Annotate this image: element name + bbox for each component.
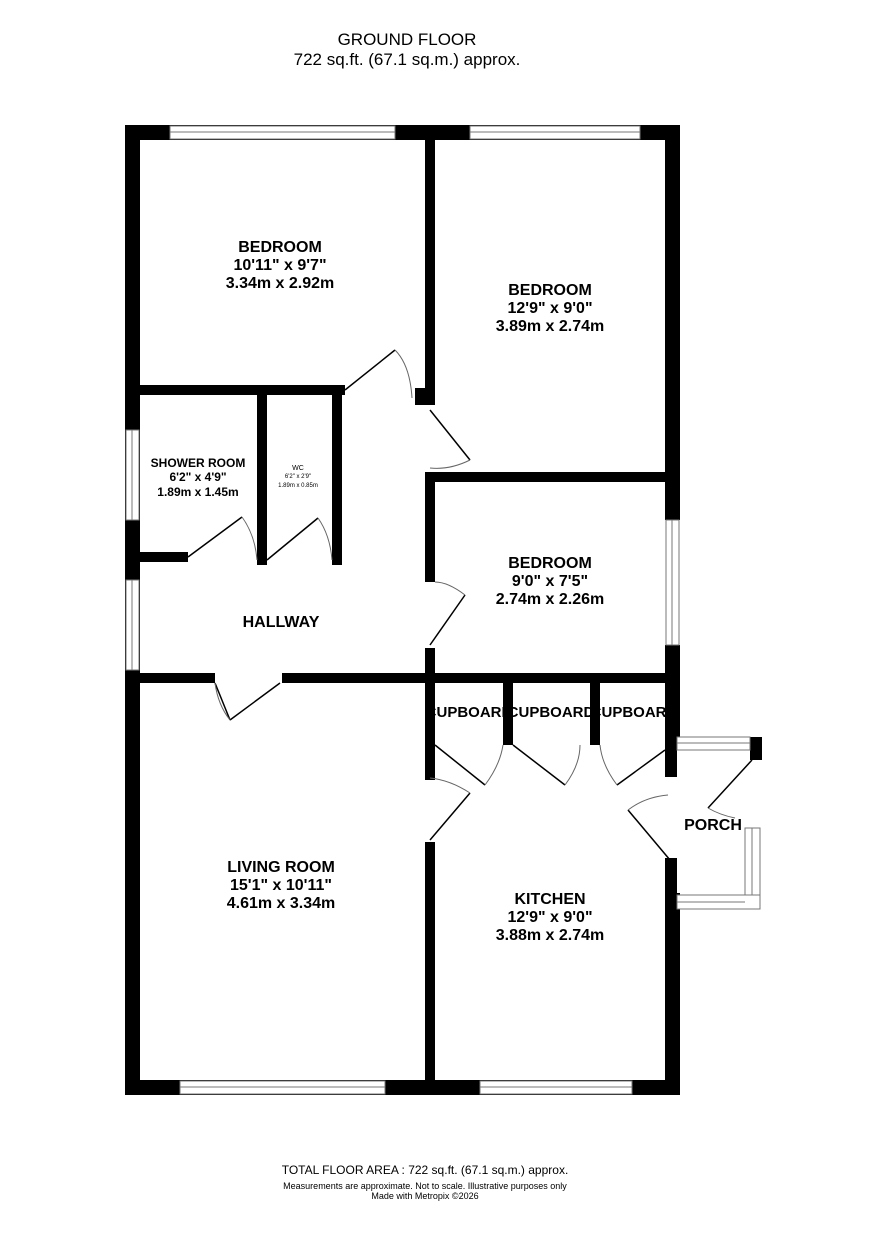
total-floor-area: TOTAL FLOOR AREA : 722 sq.ft. (67.1 sq.m… [281, 1163, 569, 1177]
living-name: LIVING ROOM [227, 859, 335, 876]
disclaimer: Measurements are approximate. Not to sca… [283, 1181, 567, 1191]
shower-imperial: 6'2" x 4'9" [169, 470, 226, 484]
credit: Made with Metropix ©2026 [371, 1191, 479, 1201]
wc-metric: 1.89m x 0.85m [278, 483, 318, 489]
bedroom2-imperial: 12'9" x 9'0" [507, 300, 592, 317]
bedroom1-imperial: 10'11" x 9'7" [233, 257, 326, 274]
kitchen-name: KITCHEN [514, 891, 585, 908]
kitchen-imperial: 12'9" x 9'0" [507, 909, 592, 926]
bedroom2-metric: 3.89m x 2.74m [496, 318, 605, 335]
wc-imperial: 6'2" x 2'9" [285, 474, 311, 480]
hallway-name: HALLWAY [243, 614, 320, 631]
porch-name: PORCH [684, 817, 742, 834]
living-imperial: 15'1" x 10'11" [230, 877, 332, 894]
shower-name: SHOWER ROOM [151, 456, 246, 470]
floor-area: 722 sq.ft. (67.1 sq.m.) approx. [293, 50, 521, 69]
bedroom3-name: BEDROOM [508, 555, 592, 572]
floor-title: GROUND FLOOR [337, 30, 477, 49]
bedroom1-name: BEDROOM [238, 239, 322, 256]
wc-name: WC [292, 465, 304, 472]
shower-metric: 1.89m x 1.45m [157, 485, 238, 499]
windows [125, 125, 761, 1095]
bedroom3-metric: 2.74m x 2.26m [496, 591, 605, 608]
room-labels: BEDROOM 10'11" x 9'7" 3.34m x 2.92m BEDR… [151, 239, 742, 944]
cupboard-2-label: CUPBOARD [508, 704, 595, 721]
cupboard-1-label: CUPBOARD [426, 704, 513, 721]
bedroom1-metric: 3.34m x 2.92m [226, 275, 335, 292]
kitchen-metric: 3.88m x 2.74m [496, 927, 605, 944]
cupboard-3-label: CUPBOARD [591, 704, 678, 721]
bedroom2-name: BEDROOM [508, 282, 592, 299]
living-metric: 4.61m x 3.34m [227, 895, 336, 912]
bedroom3-imperial: 9'0" x 7'5" [512, 573, 588, 590]
doors [187, 349, 753, 861]
